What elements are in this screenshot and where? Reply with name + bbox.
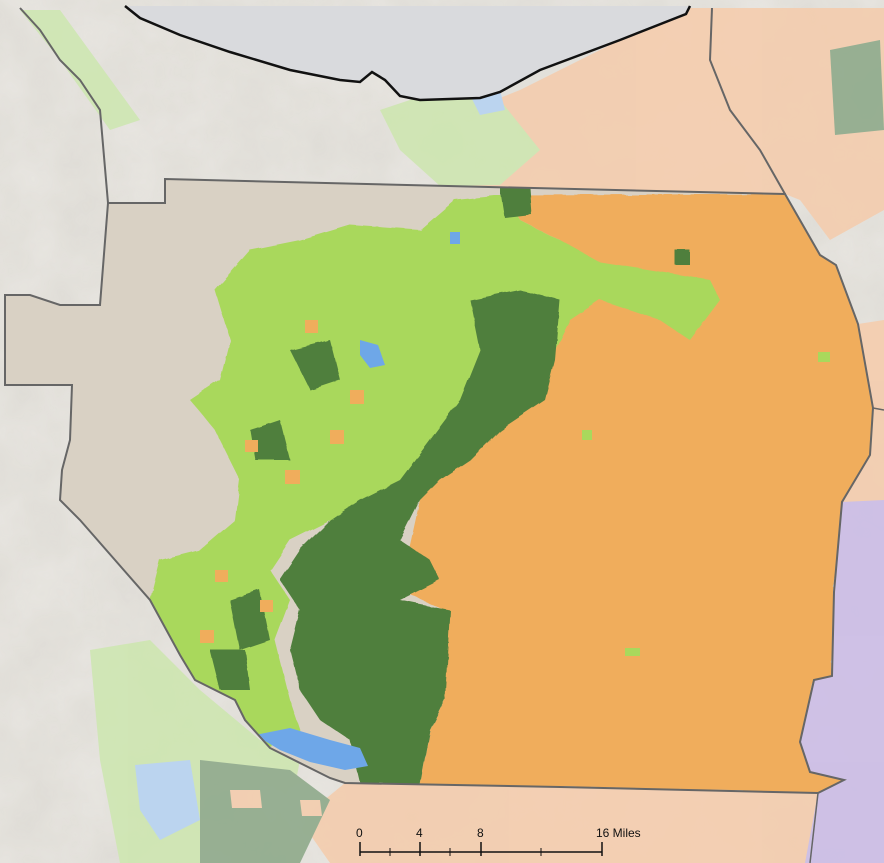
scale-label-16-miles: 16 Miles [596,826,641,840]
outside-orange-west-patches [230,790,386,836]
outside-blue-southwest [135,760,200,840]
water-body-west [360,340,385,368]
neighbor-boundary-northeast [708,7,786,195]
neighbor-boundary-northwest [19,7,109,204]
orange-region [400,194,873,793]
dark-green-west [210,340,340,690]
neighbor-boundary-east [872,407,884,411]
dark-green-north [500,186,690,265]
outside-darkgreen-northeast [830,40,884,135]
outside-orange-south [300,783,818,863]
shoreline [124,5,692,102]
light-green-region [150,195,720,748]
outside-green-north [380,90,540,186]
water-body-south [255,728,368,770]
outside-orange-east [842,320,884,520]
outside-regions [20,8,884,863]
outside-orange-northeast [448,8,884,240]
lake [125,6,690,100]
dark-green-region [280,290,560,785]
outside-darkgreen-south [200,760,330,863]
scale-label-4: 4 [416,826,423,840]
scale-label-8: 8 [477,826,484,840]
outside-green-northwest [20,10,140,130]
scale-label-0: 0 [356,826,363,840]
county-landcover [150,186,873,793]
county-boundary [4,177,875,795]
neighbor-boundary-southeast [809,792,819,863]
scale-bar: 0 4 8 16 Miles [356,826,641,856]
water-body-north [450,232,460,244]
outside-purple [800,500,884,863]
